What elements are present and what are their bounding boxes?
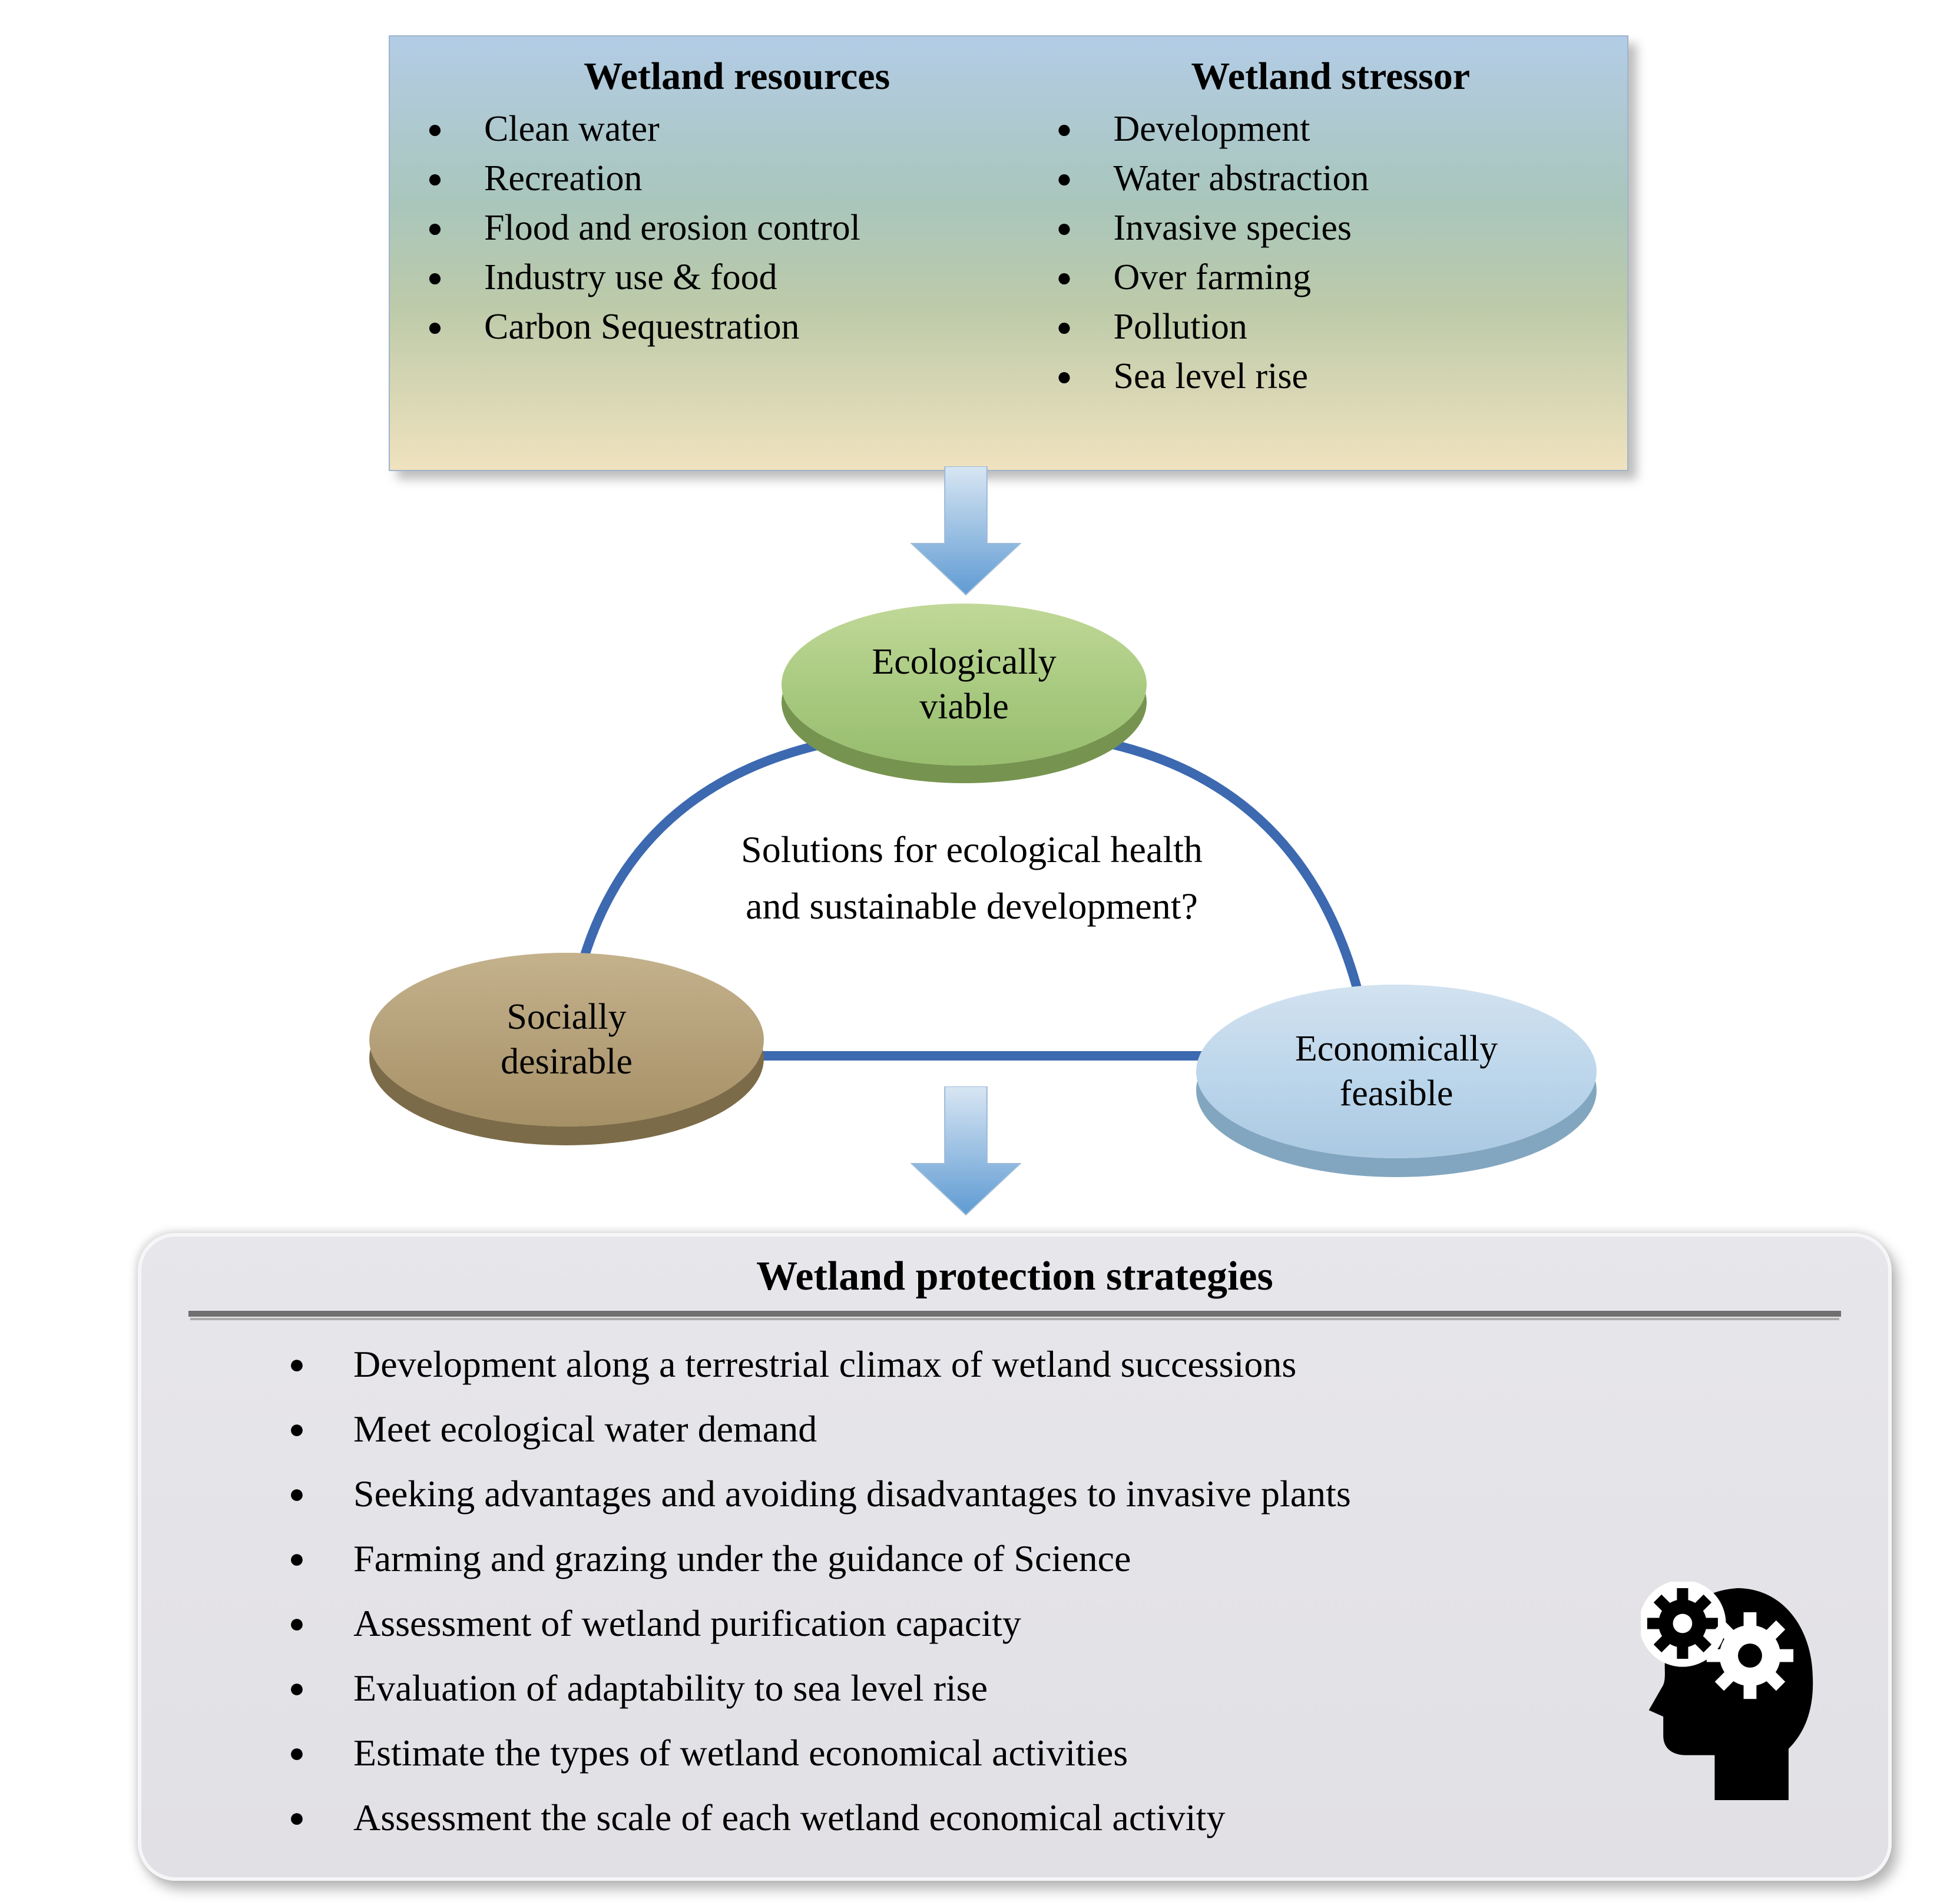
list-item: Industry use & food xyxy=(422,253,1051,302)
wetland-resources-stressors-panel: Wetland resources Clean water Recreation… xyxy=(389,35,1628,471)
list-item: Farming and grazing under the guidance o… xyxy=(177,1526,1853,1591)
list-item: Water abstraction xyxy=(1051,154,1610,203)
economically-feasible-node: Economically feasible xyxy=(1196,985,1597,1158)
wetland-protection-strategies-panel: Wetland protection strategies Developmen… xyxy=(138,1233,1892,1881)
title-divider xyxy=(188,1310,1841,1317)
socially-desirable-label: Socially desirable xyxy=(501,996,633,1082)
wetland-protection-strategies-title: Wetland protection strategies xyxy=(756,1254,1273,1299)
economically-feasible-label: Economically feasible xyxy=(1294,1028,1498,1114)
list-item: Seeking advantages and avoiding disadvan… xyxy=(177,1462,1853,1526)
wetland-resources-column: Wetland resources Clean water Recreation… xyxy=(422,53,1051,464)
wetland-stressor-list: Development Water abstraction Invasive s… xyxy=(1051,104,1610,401)
down-arrow-icon xyxy=(910,466,1022,596)
list-item: Invasive species xyxy=(1051,203,1610,253)
list-item: Flood and erosion control xyxy=(422,203,1051,253)
list-item: Meet ecological water demand xyxy=(177,1397,1853,1462)
wetland-resources-title: Wetland resources xyxy=(584,55,890,98)
wetland-stressor-title: Wetland stressor xyxy=(1191,55,1471,98)
list-item: Development xyxy=(1051,104,1610,154)
ecologically-viable-node: Ecologically viable xyxy=(782,604,1147,766)
list-item: Recreation xyxy=(422,154,1051,203)
ecologically-viable-label: Ecologically viable xyxy=(872,641,1057,727)
list-item: Sea level rise xyxy=(1051,352,1610,401)
wetland-resources-list: Clean water Recreation Flood and erosion… xyxy=(422,104,1051,352)
list-item: Clean water xyxy=(422,104,1051,154)
strategies-list: Development along a terrestrial climax o… xyxy=(177,1332,1853,1850)
wetland-stressor-column: Wetland stressor Development Water abstr… xyxy=(1051,53,1610,464)
list-item: Over farming xyxy=(1051,253,1610,302)
list-item: Estimate the types of wetland economical… xyxy=(177,1721,1853,1785)
center-question: Solutions for ecological health and sust… xyxy=(741,829,1203,927)
list-item: Carbon Sequestration xyxy=(422,302,1051,352)
list-item: Pollution xyxy=(1051,302,1610,352)
list-item: Assessment of wetland purification capac… xyxy=(177,1591,1853,1656)
down-arrow-icon xyxy=(910,1086,1022,1216)
list-item: Evaluation of adaptability to sea level … xyxy=(177,1656,1853,1721)
list-item: Development along a terrestrial climax o… xyxy=(177,1332,1853,1397)
list-item: Assessment the scale of each wetland eco… xyxy=(177,1785,1853,1850)
head-with-gears-icon xyxy=(1641,1582,1813,1800)
socially-desirable-node: Socially desirable xyxy=(369,953,764,1126)
